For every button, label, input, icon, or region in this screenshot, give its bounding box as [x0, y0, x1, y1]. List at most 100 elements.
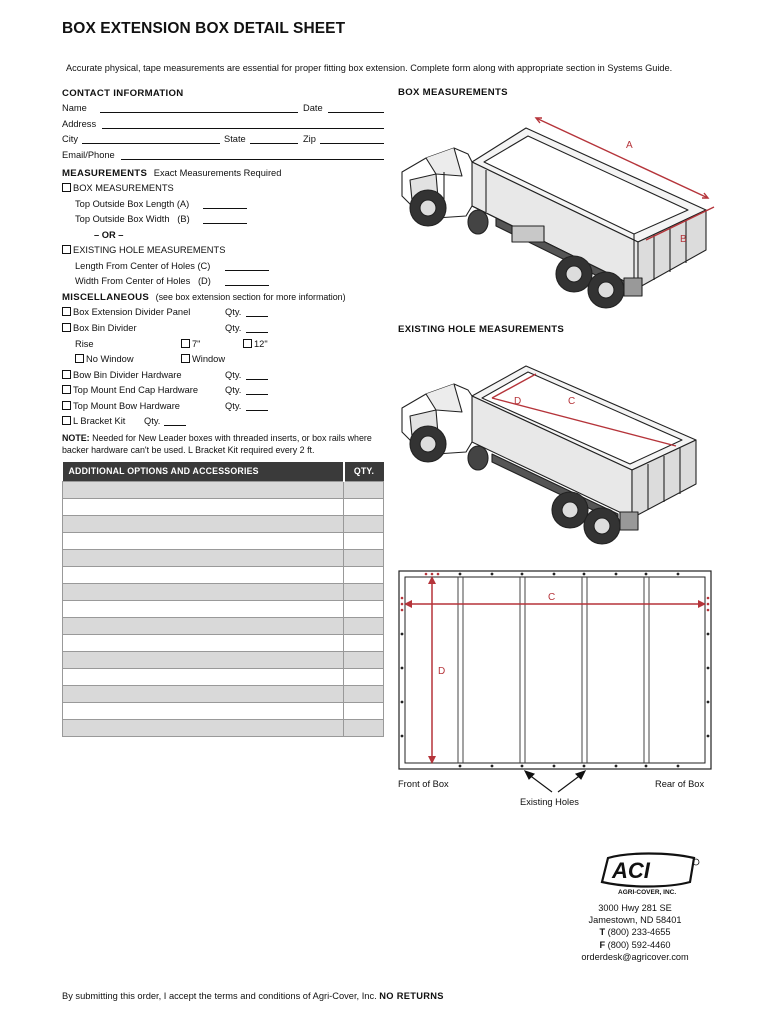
option-cell[interactable]	[62, 480, 344, 499]
misc-subheading: (see box extension section for more info…	[155, 292, 346, 302]
box-measurements-checkbox[interactable]	[62, 183, 71, 192]
qty-label: Qty.	[225, 385, 242, 395]
option-cell[interactable]	[62, 514, 344, 533]
qty-cell[interactable]	[343, 480, 384, 499]
bin-hardware-label: Bow Bin Divider Hardware	[73, 370, 182, 380]
bow-hardware-qty-field[interactable]	[246, 410, 268, 411]
qty-cell[interactable]	[343, 497, 384, 516]
divider-panel-option[interactable]: Box Extension Divider Panel	[62, 307, 190, 317]
divider-panel-label: Box Extension Divider Panel	[73, 307, 191, 317]
end-cap-option[interactable]: Top Mount End Cap Hardware	[62, 385, 198, 395]
table-row	[62, 599, 384, 618]
bin-hardware-option[interactable]: Bow Bin Divider Hardware	[62, 370, 182, 380]
window-option[interactable]: Window	[181, 354, 225, 364]
option-cell[interactable]	[62, 565, 344, 584]
qty-cell[interactable]	[343, 599, 384, 618]
bow-hardware-option[interactable]: Top Mount Bow Hardware	[62, 401, 180, 411]
front-of-box-label: Front of Box	[398, 779, 449, 789]
qty-cell[interactable]	[343, 582, 384, 601]
option-cell[interactable]	[62, 497, 344, 516]
top-length-field[interactable]	[203, 208, 247, 209]
option-cell[interactable]	[62, 701, 344, 720]
qty-cell[interactable]	[343, 633, 384, 652]
address-line-2: Jamestown, ND 58401	[588, 915, 682, 926]
rise-7-label: 7"	[192, 339, 201, 349]
aci-logo: ACI AGRI-COVER, INC.	[600, 852, 700, 896]
hole-measurements-option[interactable]: EXISTING HOLE MEASUREMENTS	[62, 245, 225, 255]
box-measurements-option[interactable]: BOX MEASUREMENTS	[62, 183, 174, 193]
bin-divider-option[interactable]: Box Bin Divider	[62, 323, 137, 333]
phone-number: (800) 233-4655	[607, 927, 671, 938]
top-width-field[interactable]	[203, 223, 247, 224]
option-cell[interactable]	[62, 531, 344, 550]
option-cell[interactable]	[62, 718, 344, 737]
no-returns-text: NO RETURNS	[379, 991, 444, 1001]
bin-hardware-checkbox[interactable]	[62, 370, 71, 379]
rise-7-option[interactable]: 7"	[181, 339, 200, 349]
l-bracket-checkbox[interactable]	[62, 416, 71, 425]
no-window-checkbox[interactable]	[75, 354, 84, 363]
hole-length-field[interactable]	[225, 270, 269, 271]
hole-length-label: Length From Center of Holes (C)	[75, 261, 211, 271]
email-field[interactable]	[121, 159, 384, 160]
bow-hardware-checkbox[interactable]	[62, 401, 71, 410]
hole-width-field[interactable]	[225, 285, 269, 286]
option-cell[interactable]	[62, 684, 344, 703]
label-d-top: D	[514, 396, 521, 407]
option-cell[interactable]	[62, 650, 344, 669]
table-row	[62, 633, 384, 652]
qty-cell[interactable]	[343, 684, 384, 703]
bin-divider-qty-field[interactable]	[246, 332, 268, 333]
label-b: B	[680, 234, 687, 245]
bin-hardware-qty-field[interactable]	[246, 379, 268, 380]
qty-cell[interactable]	[343, 565, 384, 584]
qty-cell[interactable]	[343, 531, 384, 550]
qty-cell[interactable]	[343, 514, 384, 533]
rise-label: Rise	[75, 339, 94, 349]
hole-measurements-checkbox[interactable]	[62, 245, 71, 254]
label-d-plan: D	[438, 666, 445, 677]
qty-cell[interactable]	[343, 548, 384, 567]
end-cap-checkbox[interactable]	[62, 385, 71, 394]
rise-12-option[interactable]: 12"	[243, 339, 268, 349]
option-cell[interactable]	[62, 582, 344, 601]
option-cell[interactable]	[62, 548, 344, 567]
terms-text: By submitting this order, I accept the t…	[62, 991, 377, 1001]
qty-cell[interactable]	[343, 616, 384, 635]
window-label: Window	[192, 354, 226, 364]
option-cell[interactable]	[62, 599, 344, 618]
note-text: NOTE: Needed for New Leader boxes with t…	[62, 433, 384, 456]
divider-panel-checkbox[interactable]	[62, 307, 71, 316]
end-cap-qty-field[interactable]	[246, 394, 268, 395]
rise-7-checkbox[interactable]	[181, 339, 190, 348]
city-field[interactable]	[82, 143, 220, 144]
no-window-option[interactable]: No Window	[75, 354, 134, 364]
address-field[interactable]	[102, 128, 384, 129]
email-address[interactable]: orderdesk@agricover.com	[581, 951, 689, 962]
phone-label: T	[599, 927, 606, 938]
rise-12-checkbox[interactable]	[243, 339, 252, 348]
state-field[interactable]	[250, 143, 298, 144]
option-cell[interactable]	[62, 633, 344, 652]
qty-cell[interactable]	[343, 667, 384, 686]
phone-line: T (800) 233-4655	[560, 926, 710, 938]
option-cell[interactable]	[62, 667, 344, 686]
address-line-1: 3000 Hwy 281 SE	[598, 903, 672, 913]
measurements-subheading: Exact Measurements Required	[153, 168, 282, 178]
date-field[interactable]	[328, 112, 384, 113]
table-row	[62, 667, 384, 686]
divider-panel-qty-field[interactable]	[246, 316, 268, 317]
truck-holes-diagram: D C	[401, 365, 697, 545]
rear-of-box-label: Rear of Box	[655, 779, 705, 789]
zip-field[interactable]	[320, 143, 384, 144]
qty-cell[interactable]	[343, 650, 384, 669]
l-bracket-qty-field[interactable]	[164, 425, 186, 426]
qty-label: Qty.	[225, 401, 242, 411]
qty-cell[interactable]	[343, 701, 384, 720]
l-bracket-option[interactable]: L Bracket Kit	[62, 416, 125, 426]
name-field[interactable]	[100, 112, 298, 113]
window-checkbox[interactable]	[181, 354, 190, 363]
bin-divider-checkbox[interactable]	[62, 323, 71, 332]
qty-cell[interactable]	[343, 718, 384, 737]
option-cell[interactable]	[62, 616, 344, 635]
